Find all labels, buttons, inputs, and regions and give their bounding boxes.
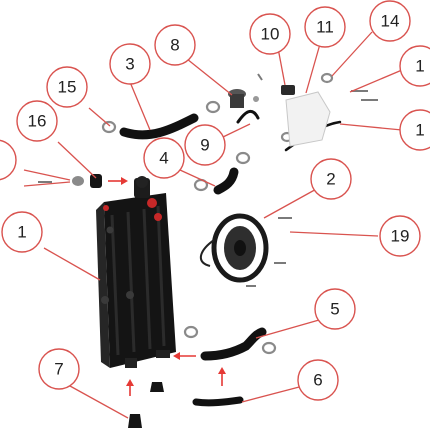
callout-6: 6 bbox=[297, 359, 339, 401]
callout-15-label: 15 bbox=[58, 78, 77, 97]
callout-11: 11 bbox=[304, 6, 346, 48]
callout-14-label: 14 bbox=[381, 12, 400, 31]
callouts: 1 2 3 4 5 6 7 8 bbox=[0, 0, 430, 401]
callout-1: 1 bbox=[1, 211, 43, 253]
callout-19-label: 19 bbox=[391, 227, 410, 246]
hose-part-3 bbox=[119, 113, 199, 140]
callout-2: 2 bbox=[310, 158, 352, 200]
callout-14: 14 bbox=[369, 0, 411, 42]
callout-8-label: 8 bbox=[170, 36, 179, 55]
radiator-part bbox=[96, 176, 176, 368]
callout-3: 3 bbox=[109, 43, 151, 85]
callout-6-label: 6 bbox=[313, 371, 322, 390]
hose-part-4 bbox=[213, 167, 239, 195]
breather-hose-part-9 bbox=[236, 109, 260, 124]
callout-11-label: 11 bbox=[316, 18, 334, 37]
callout-2-label: 2 bbox=[326, 170, 335, 189]
callout-4: 4 bbox=[143, 137, 185, 179]
flow-arrows bbox=[108, 177, 226, 396]
callout-3-label: 3 bbox=[125, 55, 134, 74]
coolant-reservoir-part-11 bbox=[257, 73, 378, 147]
cooling-fan-part-2 bbox=[199, 213, 292, 287]
callout-9: 9 bbox=[184, 124, 226, 166]
callout-16: 16 bbox=[16, 100, 58, 142]
callout-cropped-left bbox=[0, 139, 17, 181]
callout-cropped-right-top-label: 1 bbox=[415, 57, 424, 76]
small-fittings bbox=[38, 174, 164, 428]
callout-1-label: 1 bbox=[17, 223, 26, 242]
callout-15: 15 bbox=[46, 66, 88, 108]
callout-cropped-right-top: 1 bbox=[399, 45, 430, 87]
callout-cropped-right-mid: 1 bbox=[399, 109, 430, 151]
hose-part-6 bbox=[192, 396, 244, 407]
callout-8: 8 bbox=[154, 24, 196, 66]
callout-4-label: 4 bbox=[159, 149, 168, 168]
callout-5: 5 bbox=[314, 288, 356, 330]
callout-9-label: 9 bbox=[200, 136, 209, 155]
callout-16-label: 16 bbox=[28, 112, 47, 131]
callout-10: 10 bbox=[249, 13, 291, 55]
callout-cropped-right-mid-label: 1 bbox=[415, 121, 424, 140]
callout-19: 19 bbox=[379, 215, 421, 257]
thermostat-part-8 bbox=[228, 89, 259, 108]
callout-5-label: 5 bbox=[330, 300, 339, 319]
callout-7-label: 7 bbox=[54, 360, 63, 379]
callout-10-label: 10 bbox=[261, 25, 280, 44]
hose-part-5 bbox=[200, 327, 267, 361]
leader-lines bbox=[23, 31, 403, 419]
callout-7: 7 bbox=[38, 348, 80, 390]
